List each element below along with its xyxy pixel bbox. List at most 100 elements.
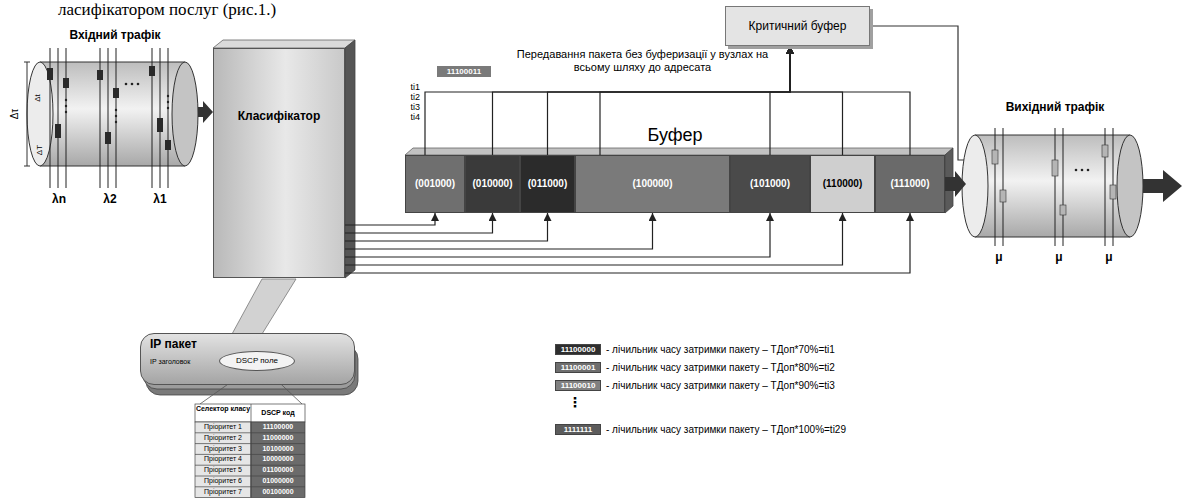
packet-marks: [47, 68, 53, 80]
timer-label: ti3: [396, 102, 420, 112]
rate-label: μ: [1099, 250, 1119, 264]
wavelength-lines: [108, 48, 109, 188]
connector-arrow: [790, 46, 910, 155]
output-lines: [1003, 128, 1004, 246]
wavelength-label: λ2: [95, 192, 125, 206]
output-cylinder: [975, 237, 1130, 238]
ellipsis-mark: ⋮: [565, 394, 585, 410]
dimension-line: [24, 62, 30, 63]
output-packet-marks: [1060, 205, 1066, 215]
priority-table: [195, 404, 305, 422]
priority-table: [195, 476, 305, 477]
node-label: Класифікатор: [218, 109, 340, 123]
buffer-segment: (010000): [465, 155, 520, 213]
table-cell: Пріоритет 2: [195, 433, 251, 444]
continuation-dots: [167, 95, 169, 97]
packet-marks: [47, 66, 171, 150]
packet-marks: [63, 78, 69, 88]
timer-label: ti1: [396, 82, 420, 92]
legend-text: - лічильник часу затримки пакету – TДоп*…: [606, 380, 835, 391]
output-cylinder: [975, 135, 1130, 237]
connector-arrow: [790, 46, 843, 155]
connector-arrow: [770, 46, 790, 155]
packet-marks: [165, 140, 171, 150]
continuation-dots: [1087, 169, 1090, 172]
continuation-dots: [131, 83, 134, 86]
dscp-field-oval: DSCP поле: [219, 351, 295, 371]
classifier-box: Класифікатор: [213, 48, 345, 278]
continuation-dots: [125, 83, 128, 86]
dimension-line: [27, 62, 28, 166]
legend-row: - лічильник часу затримки пакету – TДоп*…: [555, 344, 835, 355]
heading-fragment: ласифікатором послуг (рис.1.): [58, 0, 388, 20]
output-packet-marks: [992, 145, 1116, 215]
connector-arrow: [345, 213, 770, 257]
output-cylinder: [962, 135, 1143, 237]
table-cell: 11000000: [251, 433, 305, 444]
flow-arrow: [945, 171, 966, 197]
output-packet-marks: [1110, 185, 1116, 199]
legend-text: - лічильник часу затримки пакету – TДоп*…: [606, 424, 846, 435]
connector-arrow: [345, 213, 493, 233]
connector-arrow: [345, 213, 435, 225]
input-cylinder: [40, 62, 185, 166]
continuation-dots: [65, 105, 67, 107]
table-cell: 10000000: [251, 454, 305, 465]
legend-text: - лічильник часу затримки пакету – TДоп*…: [606, 362, 835, 373]
priority-table: [251, 422, 305, 498]
table-cell: 01000000: [251, 476, 305, 487]
legend-row: - лічильник часу затримки пакету – TДоп*…: [555, 380, 835, 391]
timer-label: ti4: [396, 112, 420, 122]
continuation-dots: [1081, 169, 1084, 172]
node-label: Критичний буфер: [749, 19, 847, 33]
dimension-label: Δτ: [9, 103, 23, 125]
node-label: (001000): [415, 178, 455, 190]
wavelength-lines: [116, 48, 117, 188]
packet-marks: [97, 70, 103, 80]
packet-marks: [113, 88, 119, 98]
priority-table: [195, 465, 305, 466]
node-label: (101000): [750, 178, 790, 190]
wavelength-lines: [66, 48, 67, 188]
packet-code: 11100011: [437, 66, 491, 77]
input-cylinder: [172, 62, 198, 166]
connector-arrow: [493, 46, 791, 155]
wavelength-lines: [50, 48, 168, 188]
table-cell: Пріоритет 6: [195, 476, 251, 487]
continuation-dots: [137, 83, 140, 86]
connector-arrow: [425, 46, 790, 155]
wavelength-lines: [100, 48, 101, 188]
node-label: Буфер: [405, 124, 945, 146]
rate-label: μ: [989, 250, 1009, 264]
wavelength-lines: [168, 48, 169, 188]
dimension-label: Δt: [33, 90, 43, 106]
continuation-dots: [65, 111, 67, 113]
packet-marks: [149, 66, 155, 76]
note-text: Передавання пакета без буферизації у вуз…: [515, 48, 770, 74]
table-header: DSCP код: [251, 404, 305, 422]
flow-arrow: [1143, 170, 1182, 202]
continuation-dots: [115, 121, 117, 123]
priority-table: [251, 404, 252, 498]
output-cylinder: [975, 135, 1130, 136]
connector-arrow: [345, 213, 548, 241]
continuation-dots: [167, 107, 169, 109]
table-header: Селектор класу: [195, 404, 251, 422]
output-lines: [1055, 128, 1056, 246]
output-packet-marks: [992, 150, 998, 164]
traffic-title: Вихідний трафік: [990, 100, 1120, 114]
rate-label: μ: [1049, 250, 1069, 264]
node-label: (100000): [632, 178, 672, 190]
dimension-label: ΔT: [35, 142, 45, 158]
classifier-top-face: [213, 40, 355, 48]
priority-table: [195, 454, 305, 455]
node-label: (011000): [528, 178, 567, 190]
timer-label: ti2: [396, 92, 420, 102]
flow-arrow: [198, 101, 213, 123]
table-cell: Пріоритет 1: [195, 422, 251, 433]
ip-packet-box: IP пакетIP заголовокDSCP поле: [140, 333, 355, 385]
continuation-dots: [1075, 169, 1090, 172]
table-cell: 11100000: [251, 422, 305, 433]
input-cylinder: [27, 62, 53, 166]
